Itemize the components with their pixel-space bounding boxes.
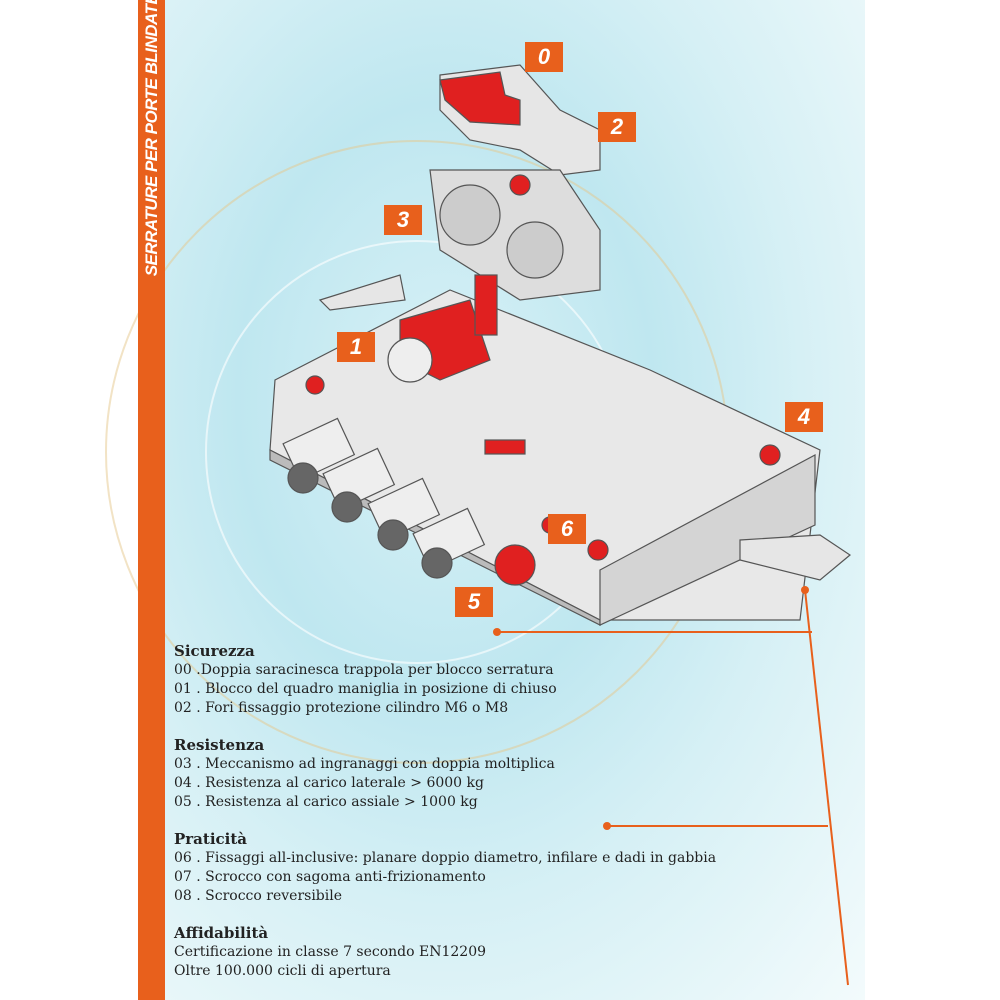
feature-item: 06 . Fissaggi all-inclusive: planare dop… [174, 850, 717, 866]
section-sicurezza: Sicurezza 00 .Doppia saracinesca trappol… [174, 642, 716, 718]
feature-item: 08 . Scrocco reversibile [174, 888, 343, 904]
callout-5: 5 [455, 587, 493, 617]
leader-lines [497, 589, 849, 986]
feature-item: 00 .Doppia saracinesca trappola per bloc… [174, 662, 554, 678]
section-title: Resistenza [174, 736, 265, 754]
section-title: Praticità [174, 830, 248, 848]
latch-5 [494, 544, 536, 586]
section-title: Sicurezza [174, 642, 255, 660]
callout-3: 3 [384, 205, 422, 235]
feature-item: 03 . Meccanismo ad ingranaggi con doppia… [174, 756, 555, 772]
side-banner [138, 0, 165, 1000]
red-slider-0 [439, 71, 521, 126]
feature-item: 04 . Resistenza al carico laterale > 600… [174, 775, 484, 791]
strike-tab [739, 534, 852, 581]
feature-item: Oltre 100.000 cicli di apertura [174, 963, 391, 979]
gear [439, 184, 501, 246]
callout-1: 1 [337, 332, 375, 362]
callout-6: 6 [548, 514, 586, 544]
features-list: Sicurezza 00 .Doppia saracinesca trappol… [174, 642, 716, 999]
callout-2: 2 [598, 112, 636, 142]
callout-0: 0 [525, 42, 563, 72]
section-affidabilita: Affidabilità Certificazione in classe 7 … [174, 924, 716, 981]
feature-item: 07 . Scrocco con sagoma anti-frizionamen… [174, 869, 486, 885]
feature-item: 02 . Fori fissaggio protezione cilindro … [174, 700, 509, 716]
feature-item: 05 . Resistenza al carico assiale > 1000… [174, 794, 478, 810]
feature-item: Certificazione in classe 7 secondo EN122… [174, 944, 487, 960]
section-resistenza: Resistenza 03 . Meccanismo ad ingranaggi… [174, 736, 716, 812]
callout-4: 4 [785, 402, 823, 432]
section-praticita: Praticità 06 . Fissaggi all-inclusive: p… [174, 830, 716, 906]
feature-item: 01 . Blocco del quadro maniglia in posiz… [174, 681, 557, 697]
section-title: Affidabilità [174, 924, 269, 942]
gear [506, 221, 564, 279]
